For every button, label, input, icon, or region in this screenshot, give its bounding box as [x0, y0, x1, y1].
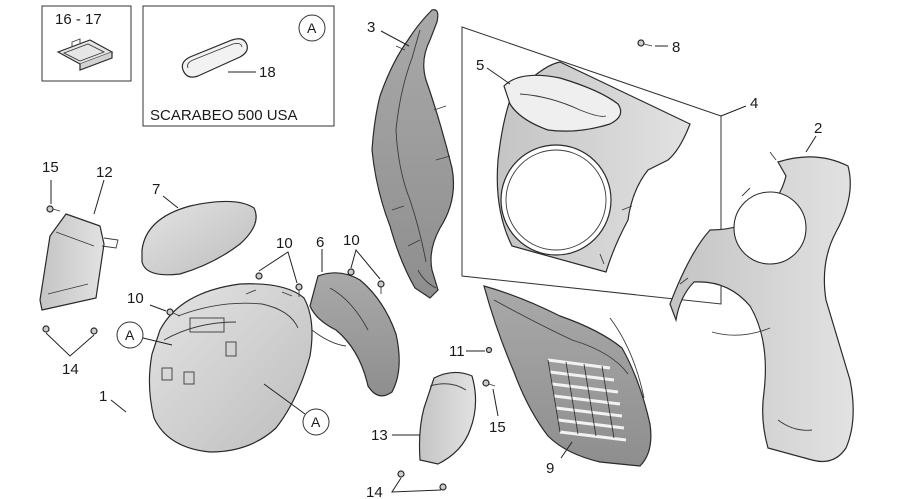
callout-circle-a-2	[302, 408, 330, 436]
screw-part-11	[485, 346, 493, 354]
part-label-8: 8	[672, 39, 680, 56]
part-label-4: 4	[750, 95, 758, 112]
leg-shield-part-2	[669, 151, 854, 463]
callout-circle-a-1	[116, 321, 144, 349]
screw-part-15-right	[482, 379, 496, 387]
bracket-part-12	[39, 213, 119, 311]
part-label-15-left: 15	[42, 159, 59, 176]
callout-a-1: A	[125, 327, 135, 343]
screw-part-10-right	[347, 268, 385, 294]
grille-slats	[547, 358, 627, 442]
screw-part-14-left	[42, 325, 98, 335]
headlight-opening	[500, 144, 612, 256]
inner-mudguard-part-6	[309, 272, 400, 397]
part-label-11: 11	[449, 343, 465, 360]
part-label-14-right: 14	[366, 484, 383, 499]
part-label-13: 13	[371, 427, 388, 444]
reflector-part	[181, 38, 248, 78]
part-label-1: 1	[99, 388, 107, 405]
leg-shield-cutout	[733, 191, 807, 265]
part-label-3: 3	[367, 19, 375, 36]
inset-callout-circle	[298, 14, 326, 42]
side-panel-part-3	[371, 9, 455, 299]
inset-callout-a: A	[307, 20, 317, 36]
grille-panel-part-9	[483, 285, 652, 467]
lower-cover-part-13	[418, 371, 477, 465]
mudguard-part-1	[148, 283, 313, 453]
part-label-10-right: 10	[343, 232, 360, 249]
part-label-12: 12	[96, 164, 113, 181]
screw-part-8	[637, 39, 653, 47]
part-label-18: 18	[259, 64, 276, 81]
inset-usa-box: A 18 SCARABEO 500 USA	[142, 5, 335, 127]
part-label-2: 2	[814, 120, 822, 137]
pad-part-7	[141, 200, 257, 276]
screw-part-10-left	[166, 308, 181, 317]
part-label-14-left: 14	[62, 361, 79, 378]
inset-clip-label: 16 - 17	[55, 11, 102, 28]
part-label-6: 6	[316, 234, 324, 251]
part-label-7: 7	[152, 181, 160, 198]
screw-part-15-left	[46, 205, 61, 213]
part-label-9: 9	[546, 460, 554, 477]
part-label-15-right: 15	[489, 419, 506, 436]
part-label-5: 5	[476, 57, 484, 74]
clip-part	[56, 38, 114, 71]
part-label-10-mid: 10	[276, 235, 293, 252]
part-label-10-left: 10	[127, 290, 144, 307]
emblem-part-5	[503, 74, 622, 132]
inset-clip-box: 16 - 17	[41, 5, 132, 82]
inset-caption: SCARABEO 500 USA	[150, 107, 298, 124]
callout-a-2: A	[311, 414, 321, 430]
screw-part-10-mid	[255, 272, 303, 297]
screw-part-14-right	[397, 470, 447, 491]
